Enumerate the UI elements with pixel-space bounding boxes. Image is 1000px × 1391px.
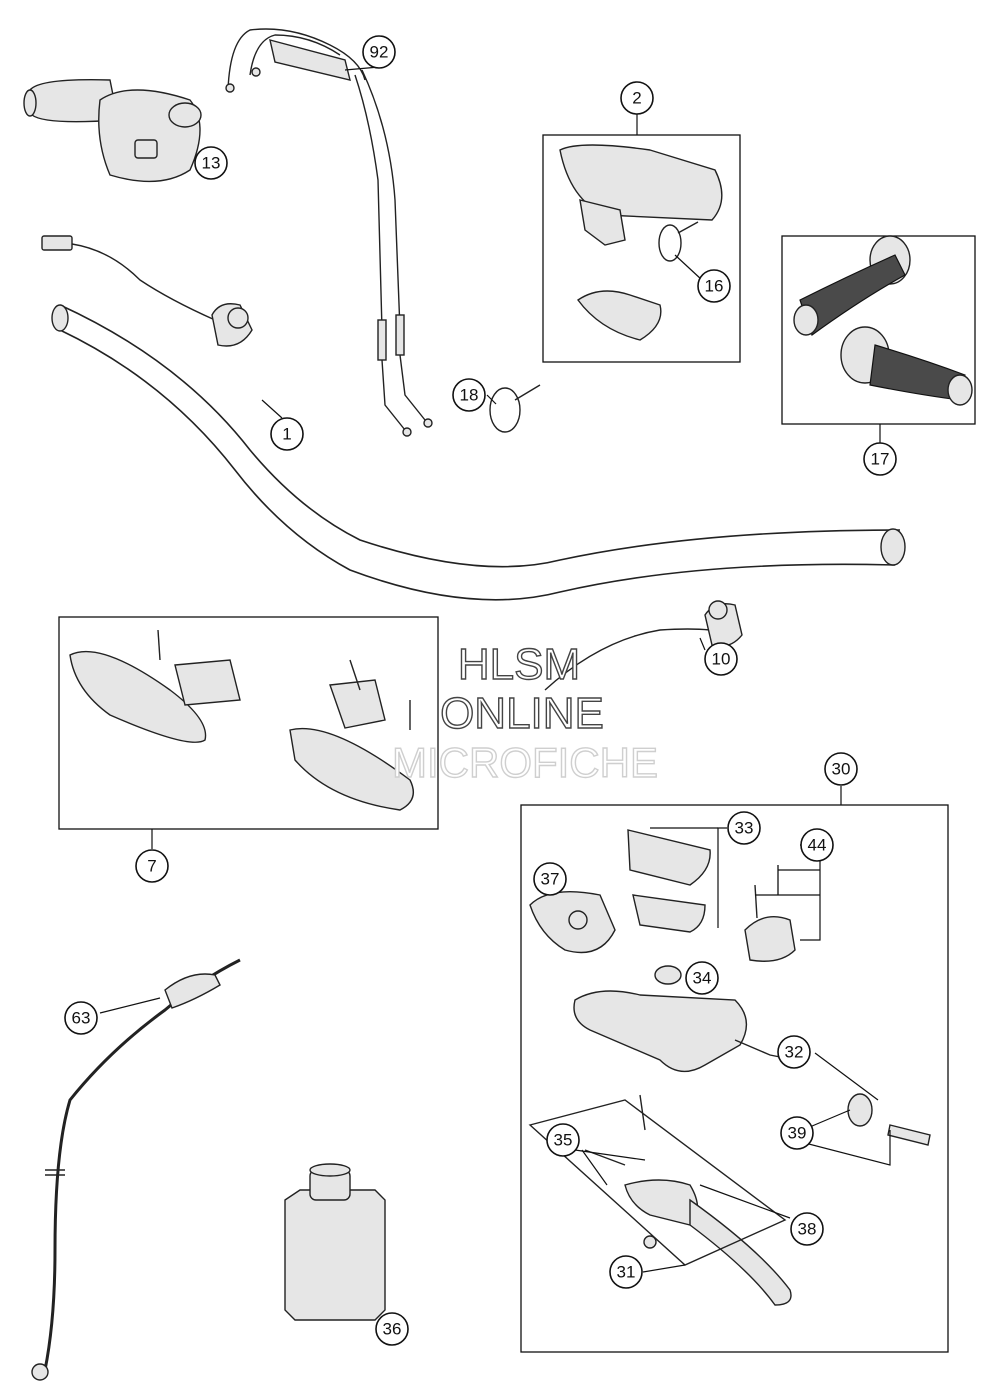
handguard-kit-box (58, 616, 439, 830)
callout-37: 37 (533, 862, 567, 896)
svg-text:10: 10 (712, 650, 731, 669)
svg-text:30: 30 (832, 760, 851, 779)
svg-text:34: 34 (693, 969, 712, 988)
callout-92: 92 (362, 35, 396, 69)
callout-63: 63 (64, 1001, 98, 1035)
svg-text:31: 31 (617, 1263, 636, 1282)
handlebar-part (51, 304, 906, 601)
svg-text:32: 32 (785, 1043, 804, 1062)
callout-34: 34 (685, 961, 719, 995)
brake-master-cylinder-box (520, 804, 949, 1353)
svg-text:38: 38 (798, 1220, 817, 1239)
svg-text:18: 18 (460, 386, 479, 405)
callout-7: 7 (135, 849, 169, 883)
svg-text:92: 92 (370, 43, 389, 62)
throttle-grip-part (23, 79, 202, 183)
svg-text:44: 44 (808, 836, 827, 855)
svg-text:33: 33 (735, 819, 754, 838)
fluid-bottle-part (284, 1163, 386, 1321)
callout-2: 2 (620, 81, 654, 115)
svg-text:37: 37 (541, 870, 560, 889)
clutch-switch-part (544, 600, 743, 691)
throttle-cables-part (225, 28, 433, 437)
kill-switch-part (41, 235, 253, 347)
callout-10: 10 (704, 642, 738, 676)
callout-13: 13 (194, 146, 228, 180)
svg-text:2: 2 (632, 89, 641, 108)
clutch-cable-part (31, 958, 241, 1381)
callout-39: 39 (780, 1116, 814, 1150)
svg-text:HLSM: HLSM (458, 640, 580, 689)
svg-text:39: 39 (788, 1124, 807, 1143)
svg-text:35: 35 (554, 1131, 573, 1150)
callout-36: 36 (375, 1312, 409, 1346)
svg-text:63: 63 (72, 1009, 91, 1028)
svg-text:7: 7 (147, 857, 156, 876)
callout-31: 31 (609, 1255, 643, 1289)
callout-30: 30 (824, 752, 858, 786)
callout-35: 35 (546, 1123, 580, 1157)
svg-text:1: 1 (282, 425, 291, 444)
svg-text:17: 17 (871, 450, 890, 469)
callout-18: 18 (452, 378, 486, 412)
callout-32: 32 (777, 1035, 811, 1069)
svg-text:36: 36 (383, 1320, 402, 1339)
svg-text:ONLINE: ONLINE (440, 689, 604, 738)
watermark: HLSM ONLINE MICROFICHE (391, 639, 658, 786)
callout-33: 33 (727, 811, 761, 845)
callout-38: 38 (790, 1212, 824, 1246)
callout-44: 44 (800, 828, 834, 862)
svg-text:13: 13 (202, 154, 221, 173)
handlebar-pad-kit-box (542, 134, 741, 363)
svg-text:16: 16 (705, 277, 724, 296)
grips-kit-box (781, 235, 976, 425)
callout-16: 16 (697, 269, 731, 303)
cable-tie-part (489, 384, 541, 433)
callout-17: 17 (863, 442, 897, 476)
svg-text:MICROFICHE: MICROFICHE (392, 739, 658, 786)
callout-1: 1 (270, 417, 304, 451)
